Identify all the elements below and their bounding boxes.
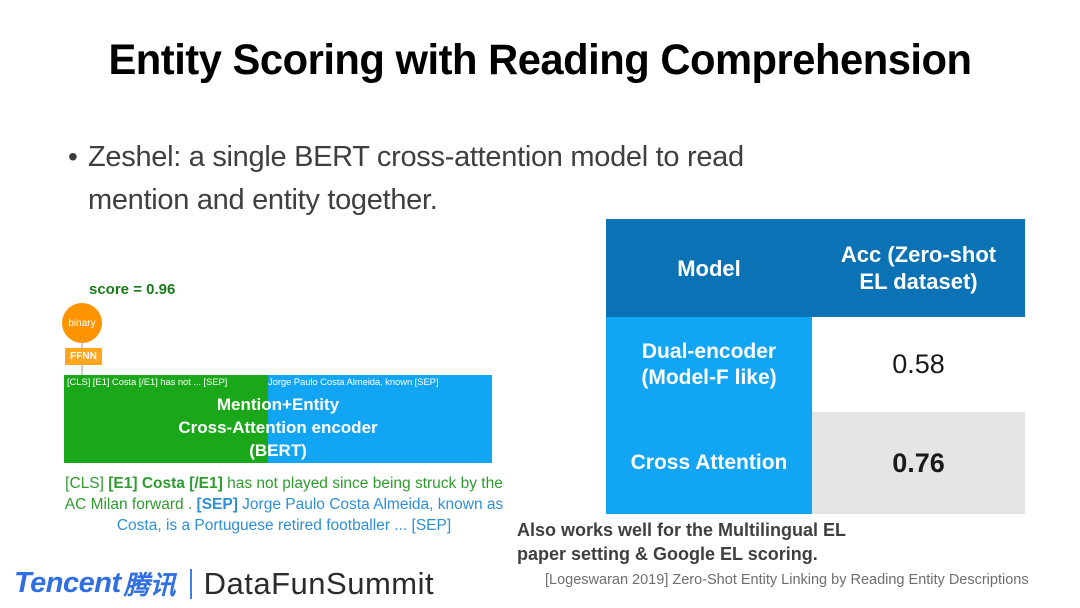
- page-title: Entity Scoring with Reading Comprehensio…: [108, 36, 972, 84]
- caption-mention-rest: has not played since being struck by the…: [64, 475, 503, 513]
- cell-acc-cross-attention: 0.76: [812, 412, 1025, 514]
- caption-sep-token: [SEP]: [196, 496, 238, 513]
- row-label-cross-attention: Cross Attention: [606, 412, 812, 514]
- encoder-entity-half: [268, 375, 492, 463]
- bullet-marker-icon: •: [68, 141, 78, 172]
- table-row: Cross Attention 0.76: [606, 412, 1025, 514]
- tencent-logo-cn: 腾讯: [123, 571, 176, 601]
- binary-node-circle: binary: [62, 303, 102, 343]
- row-label-cross-attention-line-1: Cross Attention: [630, 451, 788, 474]
- tencent-logo: Tencent: [14, 567, 121, 599]
- encoder-label-line-2: Cross-Attention encoder: [178, 418, 378, 437]
- token-strip-mention: [CLS] [E1] Costa [/E1] has not ... [SEP]: [67, 376, 228, 388]
- encoder-label-line-3: (BERT): [249, 441, 307, 460]
- cross-attention-diagram: score = 0.96 binary FFNN [CLS] [E1] Cost…: [62, 281, 504, 536]
- summary-note: Also works well for the Multilingual EL …: [517, 518, 937, 566]
- list-item: • Zeshel: a single BERT cross-attention …: [68, 136, 868, 222]
- caption-cls-token: [CLS]: [65, 475, 109, 492]
- cell-acc-dual-encoder: 0.58: [812, 317, 1025, 412]
- table-row: Dual-encoder (Model-F like) 0.58: [606, 317, 1025, 412]
- caption-entity-marker: [E1] Costa [/E1]: [108, 475, 223, 492]
- input-sequence-caption: [CLS] [E1] Costa [/E1] has not played si…: [64, 473, 504, 536]
- encoder-label: Mention+Entity Cross-Attention encoder (…: [64, 393, 492, 462]
- citation-text: [Logeswaran 2019] Zero-Shot Entity Linki…: [545, 572, 1029, 588]
- row-label-dual-encoder-line-2: (Model-F like): [641, 365, 777, 389]
- table-header-row: Model Acc (Zero-shot EL dataset): [606, 219, 1025, 317]
- encoder-label-line-1: Mention+Entity: [216, 395, 340, 414]
- ffnn-node-box: FFNN: [65, 348, 102, 365]
- summary-note-line-1: Also works well for the Multilingual EL: [517, 520, 847, 540]
- column-header-accuracy-line-1: Acc (Zero-shot: [840, 242, 997, 267]
- brand-divider: [189, 568, 192, 599]
- column-header-model: Model: [606, 219, 812, 317]
- caption-entity-description: Jorge Paulo Costa Almeida, known as Cost…: [116, 496, 504, 534]
- bullet-item-text: Zeshel: a single BERT cross-attention mo…: [88, 136, 744, 222]
- column-header-accuracy: Acc (Zero-shot EL dataset): [812, 219, 1025, 317]
- token-strip-entity: Jorge Paulo Costa Almeida, known [SEP]: [268, 376, 439, 388]
- bullet-list: • Zeshel: a single BERT cross-attention …: [68, 136, 868, 222]
- row-label-dual-encoder: Dual-encoder (Model-F like): [606, 317, 812, 412]
- score-label: score = 0.96: [89, 281, 176, 298]
- bullet-line-2: mention and entity together.: [88, 184, 438, 216]
- row-label-dual-encoder-line-1: Dual-encoder: [641, 339, 777, 363]
- token-strip: [CLS] [E1] Costa [/E1] has not ... [SEP]…: [64, 375, 492, 389]
- encoder-box: [CLS] [E1] Costa [/E1] has not ... [SEP]…: [64, 375, 492, 463]
- brand-footer: Tencent 腾讯 DataFunSummit: [14, 565, 434, 602]
- encoder-mention-half: [64, 375, 268, 463]
- datafunsummit-logo: DataFunSummit: [203, 565, 435, 601]
- bullet-line-1: Zeshel: a single BERT cross-attention mo…: [88, 141, 744, 173]
- column-header-accuracy-line-2: EL dataset): [859, 269, 978, 294]
- results-table: Model Acc (Zero-shot EL dataset) Dual-en…: [606, 219, 1025, 514]
- summary-note-line-2: paper setting & Google EL scoring.: [517, 544, 818, 564]
